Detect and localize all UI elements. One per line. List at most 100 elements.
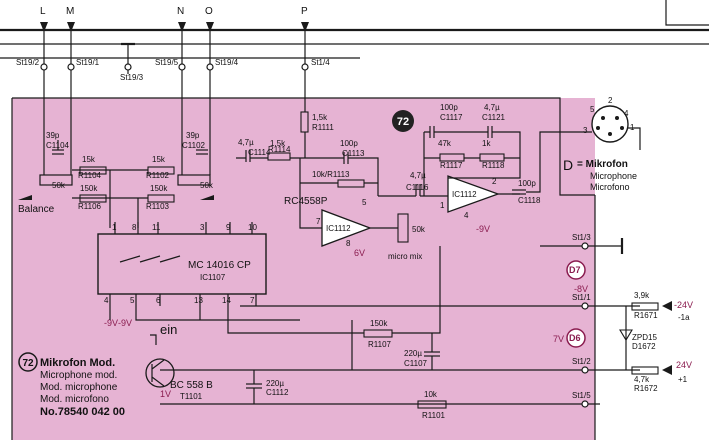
title-en: Microphone mod.: [40, 370, 117, 381]
r1111-ref: R1111: [312, 123, 334, 132]
board-edge-right: [540, 97, 595, 196]
c1102-value: 39p: [186, 131, 200, 140]
mic-symbol: D: [563, 157, 573, 173]
supply-pos: 24V: [676, 360, 692, 370]
title-it: Mod. microfono: [40, 394, 109, 405]
c1117-value: 100p: [440, 103, 458, 112]
label-st19-5: St19/5: [155, 58, 179, 67]
label-st19-1: St19/1: [76, 58, 100, 67]
ic-bottom-pins: [109, 294, 257, 306]
r1117-ref: R1117: [440, 161, 463, 170]
volt-minus-9-left: -9V: [104, 318, 118, 328]
r1672-ref: R1672: [634, 384, 658, 393]
ic-pin-6: 6: [156, 296, 161, 305]
supply-neg: -24V: [674, 300, 693, 310]
pin-st19-2: [40, 63, 48, 71]
c1121-value: 4,7µ: [484, 103, 500, 112]
c1112-value: 220µ: [266, 379, 284, 388]
ic-pin-14: 14: [222, 296, 231, 305]
transistor-t1101: [145, 358, 175, 388]
bus-letter-m: M: [66, 6, 74, 17]
r1671: [631, 302, 659, 311]
c1118-ref: C1118: [518, 196, 541, 205]
r1671-ref: R1671: [634, 311, 658, 320]
ein-switch: [150, 334, 157, 345]
supply-pos-arrow: [662, 365, 672, 375]
c1116-ref: C1116: [406, 183, 429, 192]
din-pin-label-3: 3: [583, 126, 588, 135]
bus-letter-l: L: [40, 6, 46, 17]
volt-minus-9-bottom: -9V: [118, 318, 132, 328]
label-st1-4: St1/4: [311, 58, 330, 67]
edge-connectors: St1/3 D7 -8V St1/1 3,9k R1671 -24V -1a D…: [160, 233, 693, 408]
label-st19-2: St19/2: [16, 58, 40, 67]
r1107-value: 150k: [370, 319, 388, 328]
r1101-value: 10k: [424, 390, 438, 399]
c1116-value: 4,7µ: [410, 171, 426, 180]
r1104-value: 15k: [82, 155, 96, 164]
bottom-section: 150k R1107 220µ C1107 ein BC 558 B T1101…: [118, 246, 447, 420]
din-pin-e: [608, 132, 612, 136]
volt-minus-8: -8V: [574, 284, 588, 294]
arrow-n: [178, 22, 186, 32]
ic-pin-4: 4: [104, 296, 109, 305]
module-title-block: 72 Mikrofon Mod. Microphone mod. Mod. mi…: [18, 352, 125, 418]
top-white-area: [0, 0, 709, 98]
right-white-area: [595, 98, 709, 440]
din-pin-c: [596, 126, 600, 130]
balance-label: Balance: [18, 204, 55, 215]
bus-letter-o: O: [205, 6, 213, 17]
ic-bottom-wiring: [109, 306, 300, 321]
r1111-value: 1,5k: [312, 113, 328, 122]
ic-top-pins: [114, 222, 253, 234]
label-st19-3: St19/3: [120, 73, 144, 82]
bus-arrows: [40, 22, 309, 32]
opamp-b-label: IC1112: [452, 190, 477, 199]
opamp-a-pin8: 8: [346, 239, 351, 248]
mic-legend: D = Mikrofon Microphone Microfono: [563, 157, 637, 192]
din-pin-label-5: 5: [590, 105, 595, 114]
supply-neg-arrow: [662, 301, 672, 311]
st1-5-pin: [581, 400, 589, 408]
r1103-ref: R1103: [146, 202, 170, 211]
ic-switches: [119, 255, 181, 263]
r1114-value: 1,5k: [270, 139, 286, 148]
arrow-o: [206, 22, 214, 32]
din-pin-a: [601, 116, 605, 120]
opamp-b-wiring: [370, 131, 560, 229]
arrow-l: [40, 22, 48, 32]
c1104-value: 39p: [46, 131, 60, 140]
r1114: [267, 152, 291, 161]
balance-arrow-right: [200, 195, 214, 200]
switch-control-wiring: [199, 306, 353, 370]
r1672-value: 4,7k: [634, 375, 650, 384]
din-socket: [591, 105, 629, 143]
r1102-value: 15k: [152, 155, 166, 164]
mic-de: = Mikrofon: [577, 159, 628, 170]
opamp-a-label: IC1112: [326, 224, 351, 233]
c1113-value: 100p: [340, 139, 358, 148]
label-st19-4: St19/4: [215, 58, 239, 67]
ic-pin-10: 10: [248, 223, 257, 232]
pin-st19-4: [206, 63, 214, 71]
pot-right-value: 50k: [200, 181, 214, 190]
title-badge: [18, 352, 38, 372]
input-wires: [43, 70, 306, 175]
r1104-ref: R1104: [78, 171, 102, 180]
r1106-ref: R1106: [78, 202, 102, 211]
din-pin-d: [620, 126, 624, 130]
st1-5-label: St1/5: [572, 391, 591, 400]
mic-it: Microfono: [590, 182, 630, 192]
bus-drops: [43, 30, 306, 64]
bus-letter-p: P: [301, 6, 308, 17]
title-de: Mikrofon Mod.: [40, 357, 115, 369]
r1103-value: 150k: [150, 184, 168, 193]
diag-d6: D6: [569, 333, 581, 343]
pot-left: [39, 174, 73, 186]
pin-st19-1: [67, 63, 75, 71]
mc14016-ic: MC 14016 CP IC1107 1 8 11 3 9 10 4 5 6 1…: [97, 222, 300, 328]
supply-neg-tag: -1a: [678, 313, 690, 322]
ic-pin-13: 13: [194, 296, 203, 305]
r1107-ref: R1107: [368, 340, 392, 349]
st1-3-pin: [581, 242, 589, 250]
